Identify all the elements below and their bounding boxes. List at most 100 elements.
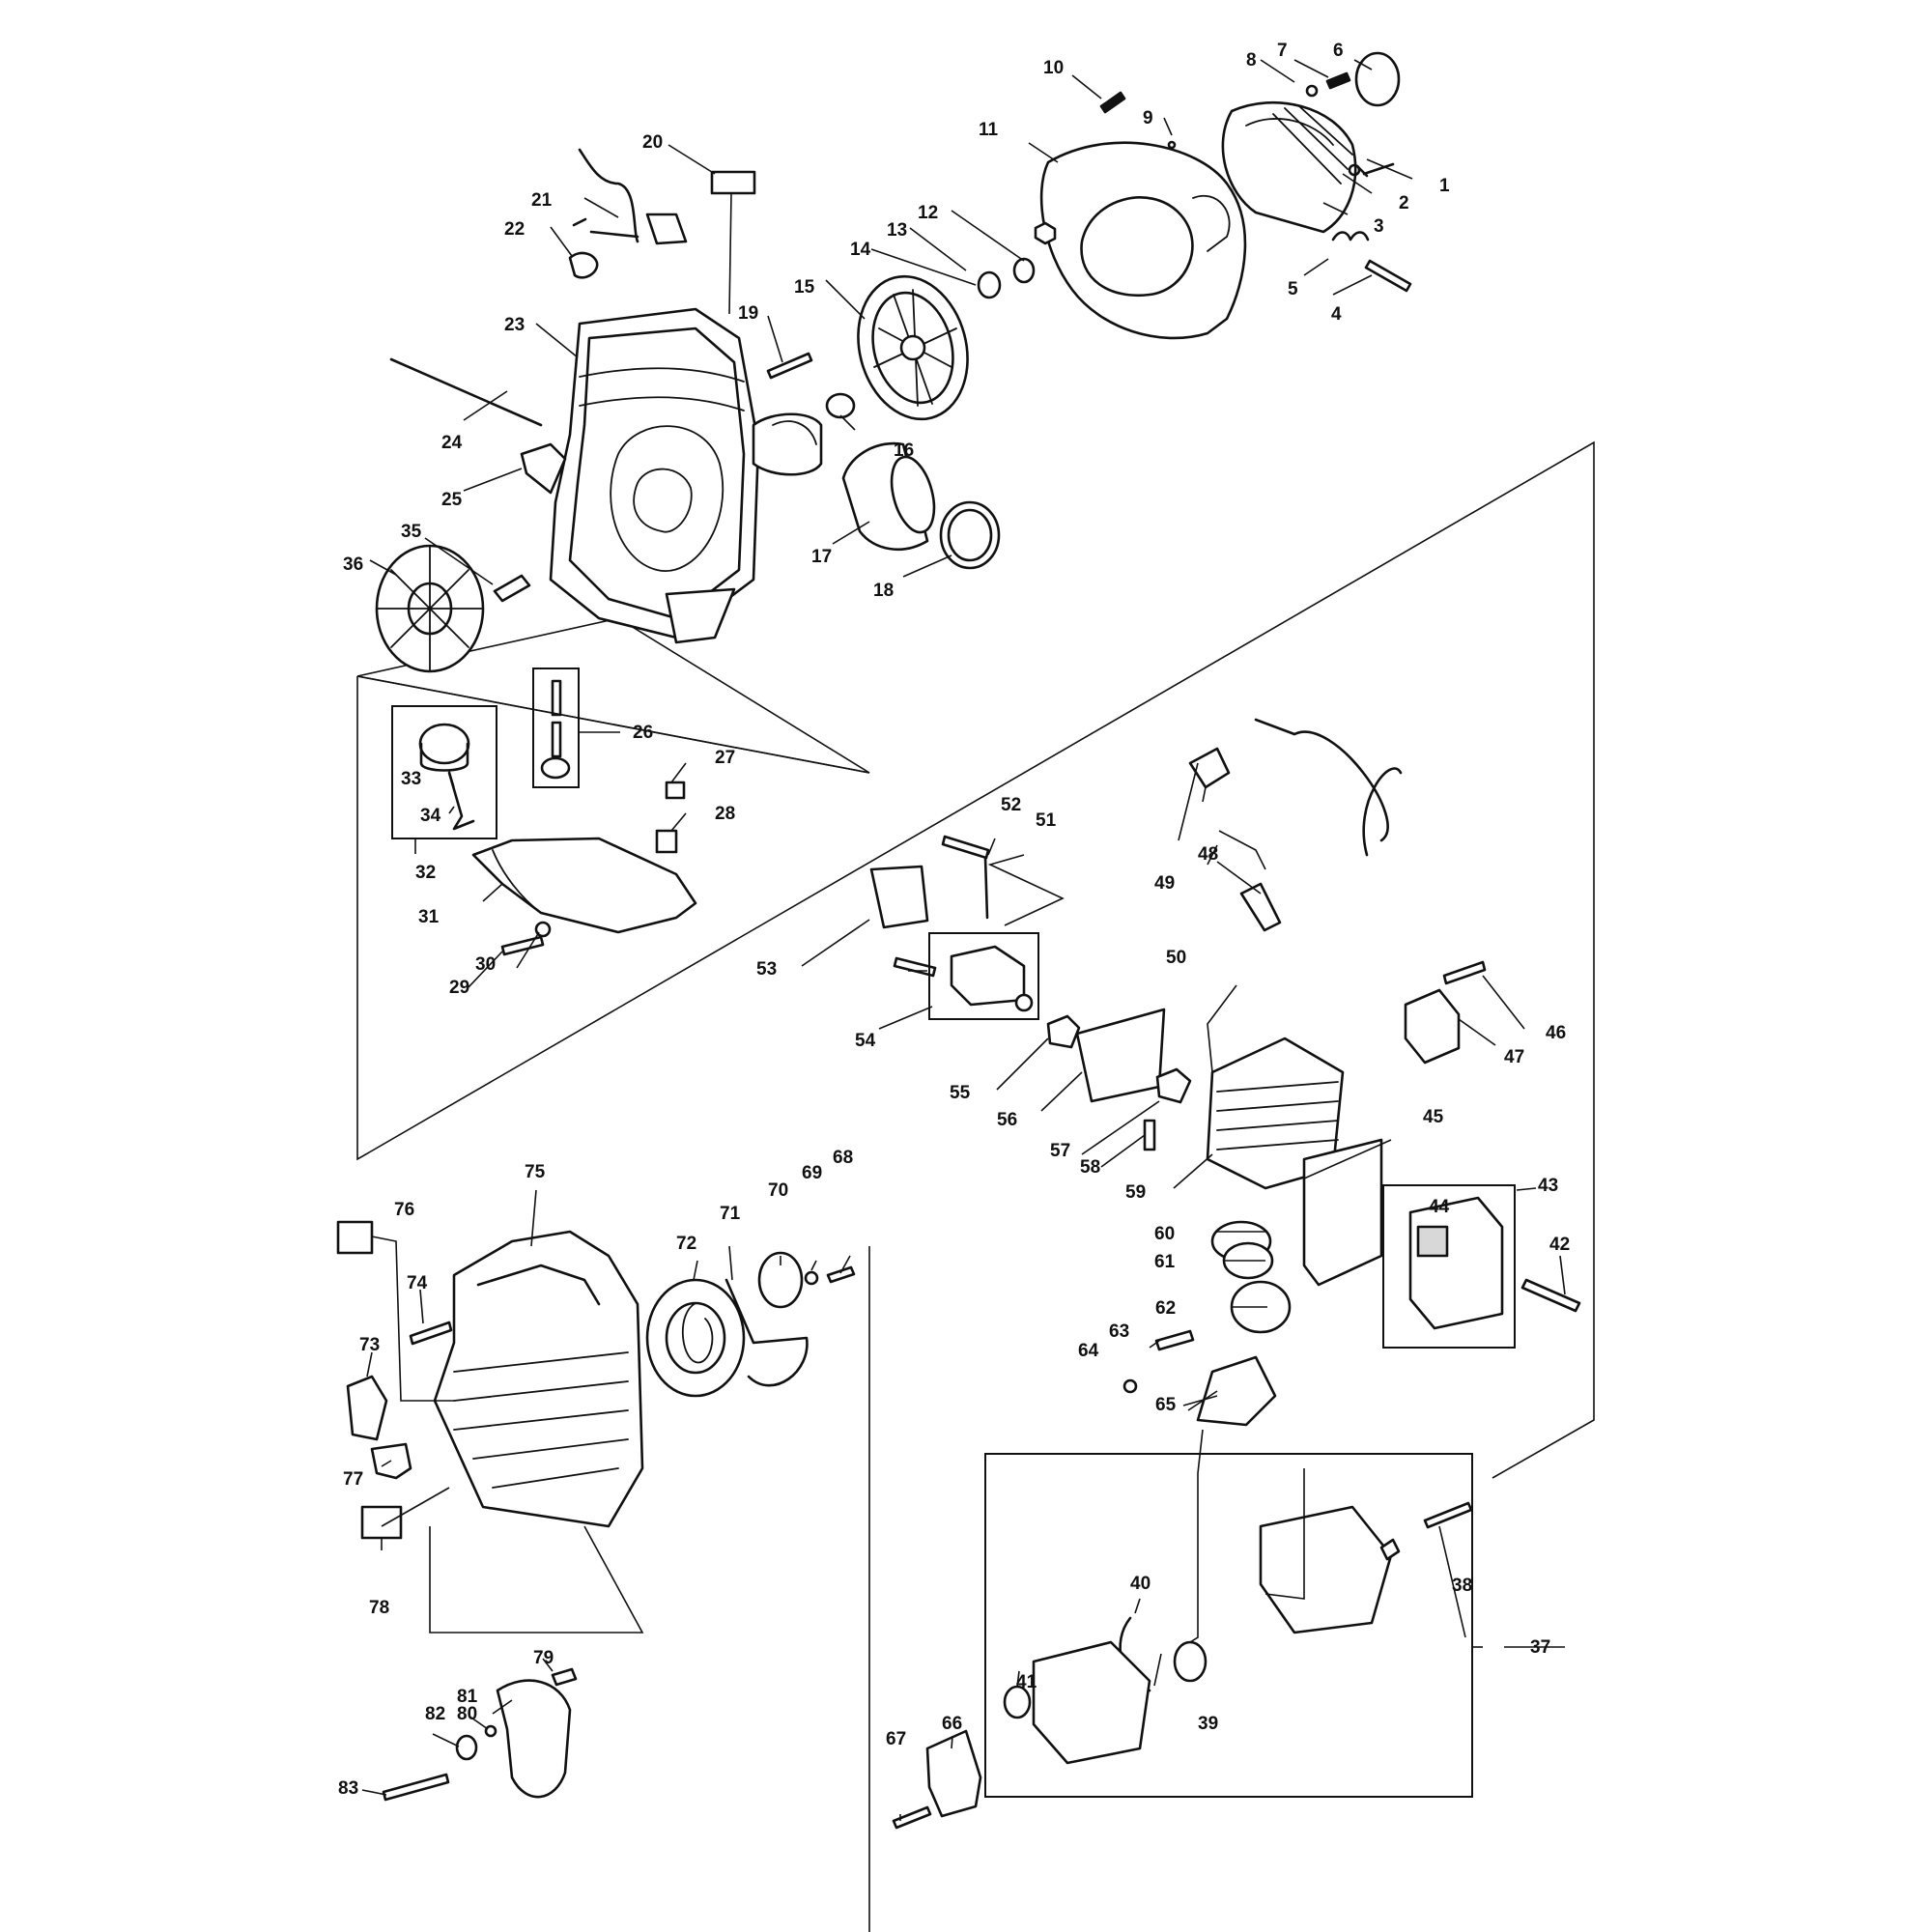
kit-box-26 xyxy=(532,668,580,788)
fan-cover-assembly xyxy=(1039,51,1412,340)
kit-box-37 xyxy=(984,1453,1473,1798)
part-label-3: 3 xyxy=(1374,216,1384,237)
part-label-82: 82 xyxy=(425,1704,445,1724)
part-label-7: 7 xyxy=(1277,41,1288,61)
screw-part-29 xyxy=(500,935,545,956)
part-label-26: 26 xyxy=(633,723,653,743)
part-label-11: 11 xyxy=(979,120,999,140)
part-label-80: 80 xyxy=(457,1704,477,1724)
muffler-assembly xyxy=(1210,1138,1581,1349)
kit-box-43 xyxy=(1382,1184,1516,1349)
part-label-13: 13 xyxy=(887,220,907,241)
bracket-part-25 xyxy=(520,442,567,495)
part-label-50: 50 xyxy=(1166,948,1186,968)
part-label-54: 54 xyxy=(855,1031,876,1051)
bolt-part-19 xyxy=(766,352,813,380)
fitting-part-35 xyxy=(493,574,531,603)
part-label-27: 27 xyxy=(715,748,735,768)
part-label-9: 9 xyxy=(1143,108,1153,128)
part-label-29: 29 xyxy=(449,978,469,998)
plug-part-50 xyxy=(1239,882,1282,932)
plate-part-56 xyxy=(1075,1008,1166,1103)
intake-assembly xyxy=(869,835,1192,1104)
part-number-labels: 1 2 3 4 5 6 7 8 9 10 11 12 13 14 15 16 1… xyxy=(338,41,1570,1799)
part-label-8: 8 xyxy=(1246,50,1257,71)
part-label-70: 70 xyxy=(768,1180,788,1201)
grip-part-80 xyxy=(496,1679,572,1799)
nut-part-82 xyxy=(455,1734,478,1761)
label-part-76 xyxy=(336,1220,374,1255)
clip-part-64 xyxy=(1122,1378,1138,1394)
clamp-part-18 xyxy=(939,500,1001,570)
cooling-fan-assembly xyxy=(375,544,531,673)
part-label-75: 75 xyxy=(525,1162,546,1182)
part-label-38: 38 xyxy=(1452,1576,1472,1596)
case-half-part xyxy=(1032,1640,1151,1765)
part-label-35: 35 xyxy=(401,522,422,542)
washer-part-69 xyxy=(804,1270,819,1286)
part-label-73: 73 xyxy=(359,1335,380,1355)
wire-part xyxy=(578,148,639,243)
part-label-41: 41 xyxy=(1016,1672,1037,1692)
part-label-21: 21 xyxy=(531,190,553,211)
bolt-part-68 xyxy=(826,1265,856,1284)
bearing-cover-assembly xyxy=(892,1729,982,1830)
bolt-part-67 xyxy=(892,1805,932,1830)
part-label-46: 46 xyxy=(1546,1023,1566,1043)
label-part-78 xyxy=(360,1505,403,1540)
pin-part-4 xyxy=(1364,259,1412,293)
part-label-47: 47 xyxy=(1504,1047,1524,1067)
bolt-part-10 xyxy=(1099,91,1126,114)
part-label-56: 56 xyxy=(997,1110,1017,1130)
part-label-49: 49 xyxy=(1154,873,1175,894)
part-label-71: 71 xyxy=(720,1204,741,1224)
part-label-53: 53 xyxy=(756,959,777,980)
bolt-part-52 xyxy=(941,835,990,860)
part-label-25: 25 xyxy=(441,490,463,510)
part-label-1: 1 xyxy=(1439,176,1450,196)
part-label-74: 74 xyxy=(407,1273,428,1293)
part-label-14: 14 xyxy=(850,240,871,260)
rod-part-24 xyxy=(389,357,543,427)
pin-part-81 xyxy=(484,1724,497,1738)
part-label-5: 5 xyxy=(1288,279,1298,299)
part-label-64: 64 xyxy=(1078,1341,1099,1361)
part-label-32: 32 xyxy=(415,863,436,883)
fan-cover-part xyxy=(1039,141,1247,340)
part-label-40: 40 xyxy=(1130,1574,1151,1594)
part-label-51: 51 xyxy=(1036,810,1057,831)
starter-part-72 xyxy=(645,1278,746,1398)
bolt-part-83 xyxy=(382,1773,450,1802)
part-label-15: 15 xyxy=(794,277,815,298)
part-label-44: 44 xyxy=(1429,1197,1450,1217)
plate-part-53 xyxy=(869,865,929,929)
shroud-part-75 xyxy=(433,1230,644,1528)
part-label-78: 78 xyxy=(369,1598,389,1618)
part-label-55: 55 xyxy=(950,1083,971,1103)
part-label-59: 59 xyxy=(1125,1182,1146,1203)
part-label-23: 23 xyxy=(504,315,525,335)
part-label-61: 61 xyxy=(1154,1252,1176,1272)
main-housing-assembly xyxy=(389,148,823,644)
ignition-coil-assembly xyxy=(1362,767,1487,1065)
part-label-45: 45 xyxy=(1423,1107,1444,1127)
plug-part-28 xyxy=(655,829,678,854)
part-label-19: 19 xyxy=(738,303,758,324)
part-label-60: 60 xyxy=(1154,1224,1175,1244)
part-label-81: 81 xyxy=(457,1687,478,1707)
part-label-76: 76 xyxy=(394,1200,414,1220)
part-label-20: 20 xyxy=(642,132,663,153)
part-label-16: 16 xyxy=(894,440,914,461)
bolt-part-42 xyxy=(1520,1278,1581,1313)
tank-section-frame xyxy=(356,675,870,774)
part-label-18: 18 xyxy=(873,581,894,601)
shroud-assembly xyxy=(336,1220,856,1802)
engine-section-frame xyxy=(356,440,1595,1479)
part-label-12: 12 xyxy=(918,203,938,223)
part-label-68: 68 xyxy=(833,1148,853,1168)
part-label-28: 28 xyxy=(715,804,735,824)
part-label-42: 42 xyxy=(1549,1235,1570,1255)
cap-part xyxy=(1354,51,1401,107)
screen-part-44 xyxy=(1416,1225,1449,1258)
part-label-43: 43 xyxy=(1538,1176,1558,1196)
